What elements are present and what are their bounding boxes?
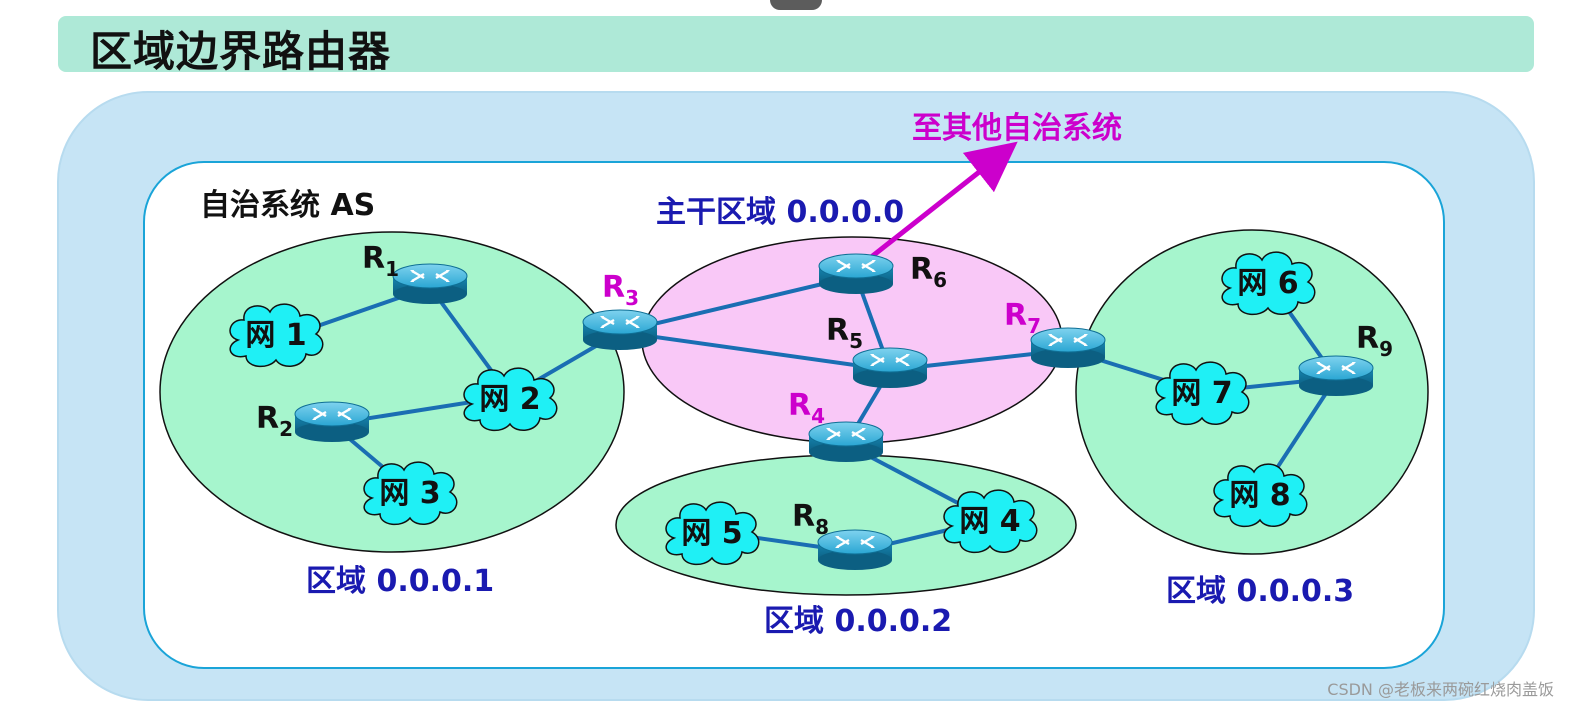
router-r4-label: R4: [788, 388, 825, 428]
router-r9-label: R9: [1356, 321, 1393, 361]
router-r3-label: R3: [602, 270, 639, 310]
top-decoration: [770, 0, 822, 10]
router-r3-icon: [581, 308, 659, 352]
cloud-net5-label: 网 5: [681, 516, 742, 551]
cloud-net2-label: 网 2: [479, 382, 540, 417]
router-r8-icon: [816, 528, 894, 572]
arrow-to-other-as: [868, 141, 1018, 260]
router-r1-icon: [391, 262, 469, 306]
area2-label: 区域 0.0.0.2: [764, 604, 952, 639]
router-r4-icon: [807, 420, 885, 464]
cloud-net3: 网 3: [363, 461, 458, 526]
cloud-net8: 网 8: [1213, 463, 1308, 528]
router-r5-label: R5: [826, 313, 863, 353]
area3-label: 区域 0.0.0.3: [1166, 574, 1354, 609]
router-r2-label: R2: [256, 401, 293, 441]
router-r9-icon: [1297, 354, 1375, 398]
backbone-label: 主干区域 0.0.0.0: [656, 195, 904, 230]
cloud-net1-label: 网 1: [245, 318, 306, 353]
router-r1-label: R1: [362, 241, 399, 281]
cloud-net6-label: 网 6: [1237, 266, 1298, 301]
watermark: CSDN @老板来两碗红烧肉盖饭: [1327, 680, 1554, 699]
cloud-net2: 网 2: [463, 367, 558, 432]
area-0-0-0-3: [1075, 229, 1429, 555]
router-r5-icon: [851, 346, 929, 390]
area1-label: 区域 0.0.0.1: [306, 564, 494, 599]
cloud-net4-label: 网 4: [959, 504, 1020, 539]
link-r3-r6: [619, 274, 857, 334]
router-r7-icon: [1029, 326, 1107, 370]
cloud-net4: 网 4: [943, 489, 1038, 554]
cloud-net6: 网 6: [1221, 251, 1316, 316]
router-r6-icon: [817, 252, 895, 296]
router-r6-label: R6: [910, 252, 947, 292]
router-r7-label: R7: [1004, 298, 1041, 338]
title-bar: 区域边界路由器: [58, 16, 1534, 76]
cloud-net3-label: 网 3: [379, 476, 440, 511]
cloud-net5: 网 5: [665, 501, 760, 566]
cloud-net1: 网 1: [229, 303, 324, 368]
cloud-net7: 网 7: [1155, 361, 1250, 426]
other-as-label: 至其他自治系统: [912, 111, 1122, 146]
page-title: 区域边界路由器: [90, 27, 392, 76]
cloud-net8-label: 网 8: [1229, 478, 1290, 513]
router-r2-icon: [293, 400, 371, 444]
router-r8-label: R8: [792, 499, 829, 539]
link-r3-r5: [619, 330, 891, 372]
cloud-net7-label: 网 7: [1171, 376, 1232, 411]
as-label: 自治系统 AS: [200, 188, 375, 223]
